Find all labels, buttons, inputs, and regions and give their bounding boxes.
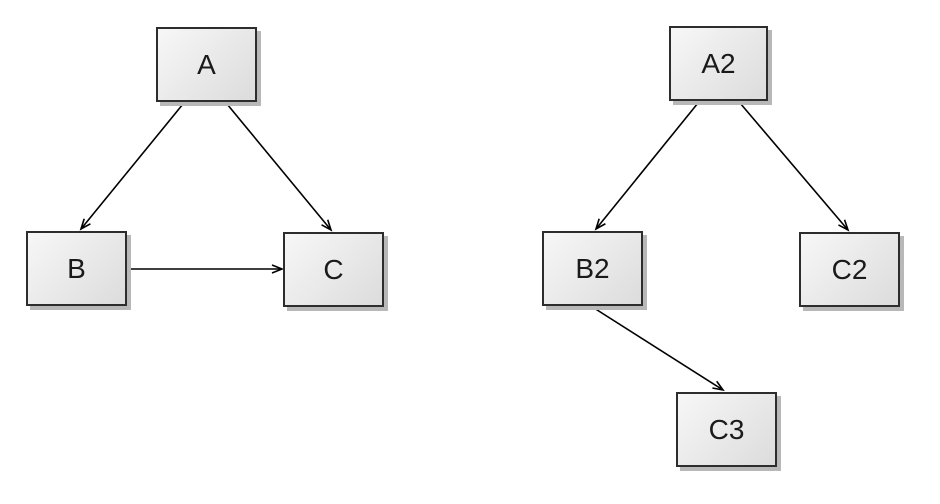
node-A2[interactable]: A2 [669, 26, 768, 101]
right-graph-edges [593, 102, 850, 392]
node-label: B [67, 252, 86, 284]
node-B2[interactable]: B2 [542, 231, 643, 306]
node-B[interactable]: B [26, 231, 127, 306]
node-A[interactable]: A [156, 27, 257, 102]
node-label: C2 [831, 253, 868, 285]
edge-A-to-C[interactable] [226, 103, 333, 232]
edge-A-to-B[interactable] [79, 103, 184, 231]
node-C2[interactable]: C2 [799, 232, 900, 307]
node-C[interactable]: C [283, 232, 384, 307]
node-label: C [323, 253, 344, 285]
node-label: A [197, 48, 216, 80]
node-label: C3 [708, 413, 745, 445]
node-C3[interactable]: C3 [676, 392, 777, 467]
node-label: B2 [575, 252, 610, 284]
left-graph-edges [79, 103, 333, 274]
edge-B2-to-C3[interactable] [593, 307, 725, 392]
node-label: A2 [701, 47, 736, 79]
edge-A2-to-C2[interactable] [739, 102, 850, 232]
edge-A2-to-B2[interactable] [594, 102, 699, 231]
